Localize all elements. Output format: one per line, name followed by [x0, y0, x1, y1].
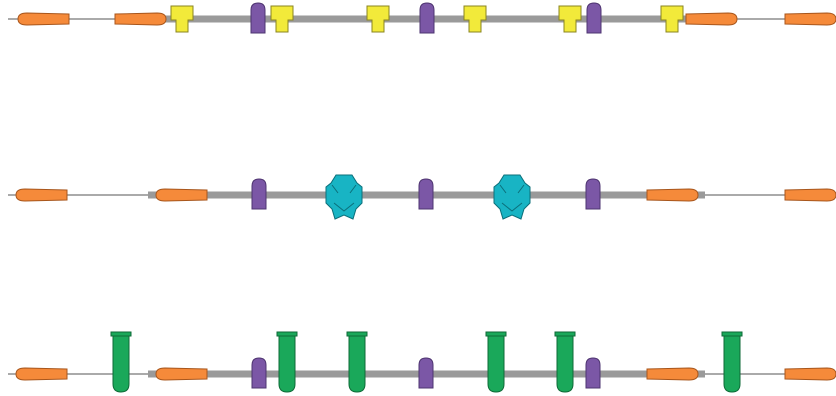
purple-pill-icon [250, 2, 266, 34]
teal-hexagon-icon [325, 174, 363, 220]
diagram-row-1 [8, 2, 836, 34]
diagram-row-3 [8, 331, 836, 393]
purple-pill-icon [585, 357, 601, 389]
purple-pill-icon [251, 357, 267, 389]
orange-arrow-icon [784, 12, 836, 26]
purple-pill-icon [418, 357, 434, 389]
green-tube-icon [554, 331, 576, 393]
yellow-tee-icon [660, 5, 684, 33]
green-tube-icon [276, 331, 298, 393]
purple-pill-icon [418, 178, 434, 210]
orange-arrow-icon [15, 367, 68, 381]
yellow-tee-icon [558, 5, 582, 33]
yellow-tee-icon [270, 5, 294, 33]
diagram-row-2 [8, 174, 836, 220]
orange-arrow-icon [17, 12, 70, 26]
orange-arrow-icon [155, 188, 208, 202]
orange-arrow-icon [15, 188, 68, 202]
orange-arrow-icon [155, 367, 208, 381]
orange-arrow-icon [646, 367, 699, 381]
green-tube-icon [485, 331, 507, 393]
orange-arrow-icon [114, 12, 167, 26]
purple-pill-icon [585, 178, 601, 210]
yellow-tee-icon [366, 5, 390, 33]
purple-pill-icon [251, 178, 267, 210]
green-tube-icon [721, 331, 743, 393]
orange-arrow-icon [646, 188, 699, 202]
orange-arrow-icon [784, 367, 836, 381]
purple-pill-icon [419, 2, 435, 34]
yellow-tee-icon [170, 5, 194, 33]
yellow-tee-icon [463, 5, 487, 33]
teal-hexagon-icon [493, 174, 531, 220]
orange-arrow-icon [784, 188, 836, 202]
green-tube-icon [346, 331, 368, 393]
purple-pill-icon [586, 2, 602, 34]
green-tube-icon [110, 331, 132, 393]
orange-arrow-icon [685, 12, 738, 26]
